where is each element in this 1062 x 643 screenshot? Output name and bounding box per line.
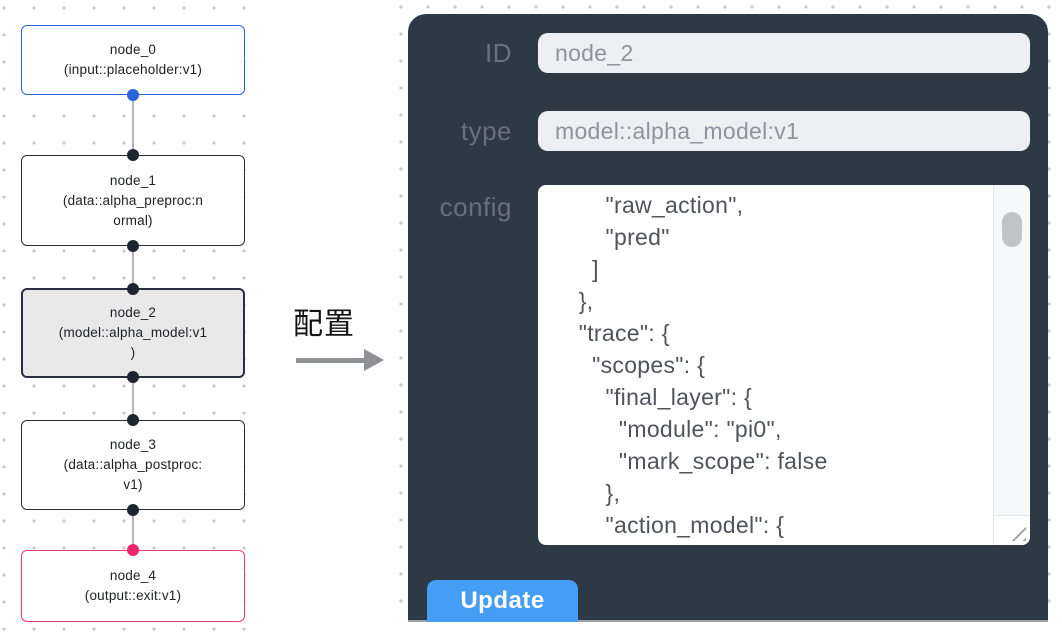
type-field-label: type — [460, 116, 512, 146]
node-label: node_4 (output::exit:v1) — [84, 568, 182, 603]
resize-grip-icon[interactable] — [1011, 526, 1026, 541]
output-port[interactable] — [127, 504, 139, 516]
pipeline-flow-canvas[interactable]: node_0 (input::placeholder:v1) node_1 (d… — [0, 0, 262, 643]
flow-node-node_3[interactable]: node_3 (data::alpha_postproc: v1) — [21, 414, 245, 516]
config-annotation: 配置 — [293, 299, 397, 371]
config-json-content[interactable]: "raw_action", "pred" ] }, "trace": { "sc… — [578, 192, 828, 538]
arrow-shaft — [296, 357, 364, 363]
scrollbar[interactable] — [993, 185, 1030, 515]
flow-edge-0-1 — [132, 95, 134, 155]
flow-edge-2-3 — [132, 378, 134, 420]
canvas-crop-mask — [392, 622, 1062, 643]
type-input[interactable]: model::alpha_model:v1 — [538, 111, 1030, 151]
flow-node-node_0[interactable]: node_0 (input::placeholder:v1) — [21, 25, 245, 101]
output-port[interactable] — [127, 240, 139, 252]
input-port[interactable] — [127, 149, 139, 161]
scrollbar-corner — [993, 515, 1030, 545]
flow-edge-3-4 — [132, 510, 134, 550]
node-label: node_0 (input::placeholder:v1) — [63, 42, 203, 77]
input-port[interactable] — [127, 283, 139, 295]
config-textarea[interactable]: "raw_action", "pred" ] }, "trace": { "sc… — [538, 185, 1030, 545]
node-label: node_1 (data::alpha_preproc:n ormal) — [62, 172, 204, 228]
output-port[interactable] — [127, 371, 139, 383]
config-canvas: ID node_2 type model::alpha_model:v1 con… — [392, 0, 1062, 643]
flow-edge-1-2 — [132, 246, 134, 288]
right-arrow-icon — [296, 349, 397, 371]
input-port[interactable] — [127, 544, 139, 556]
flow-node-node_2[interactable]: node_2 (model::alpha_model:v1 ) — [21, 283, 245, 383]
annotation-label: 配置 — [293, 308, 355, 341]
id-input[interactable]: node_2 — [538, 33, 1030, 73]
node-config-panel: ID node_2 type model::alpha_model:v1 con… — [408, 14, 1048, 622]
output-port[interactable] — [127, 89, 139, 101]
flow-node-node_1[interactable]: node_1 (data::alpha_preproc:n ormal) — [21, 149, 245, 252]
type-input-value: model::alpha_model:v1 — [555, 118, 800, 144]
flow-node-node_4[interactable]: node_4 (output::exit:v1) — [21, 544, 245, 622]
id-input-value: node_2 — [555, 40, 634, 66]
update-button[interactable]: Update — [427, 580, 578, 622]
config-field-label: config — [439, 192, 512, 222]
id-field-label: ID — [485, 38, 512, 68]
node-label: node_3 (data::alpha_postproc: v1) — [63, 437, 203, 492]
arrow-head — [364, 349, 384, 371]
node-label: node_2 (model::alpha_model:v1 ) — [58, 305, 208, 360]
scrollbar-thumb[interactable] — [1002, 212, 1022, 247]
input-port[interactable] — [127, 414, 139, 426]
